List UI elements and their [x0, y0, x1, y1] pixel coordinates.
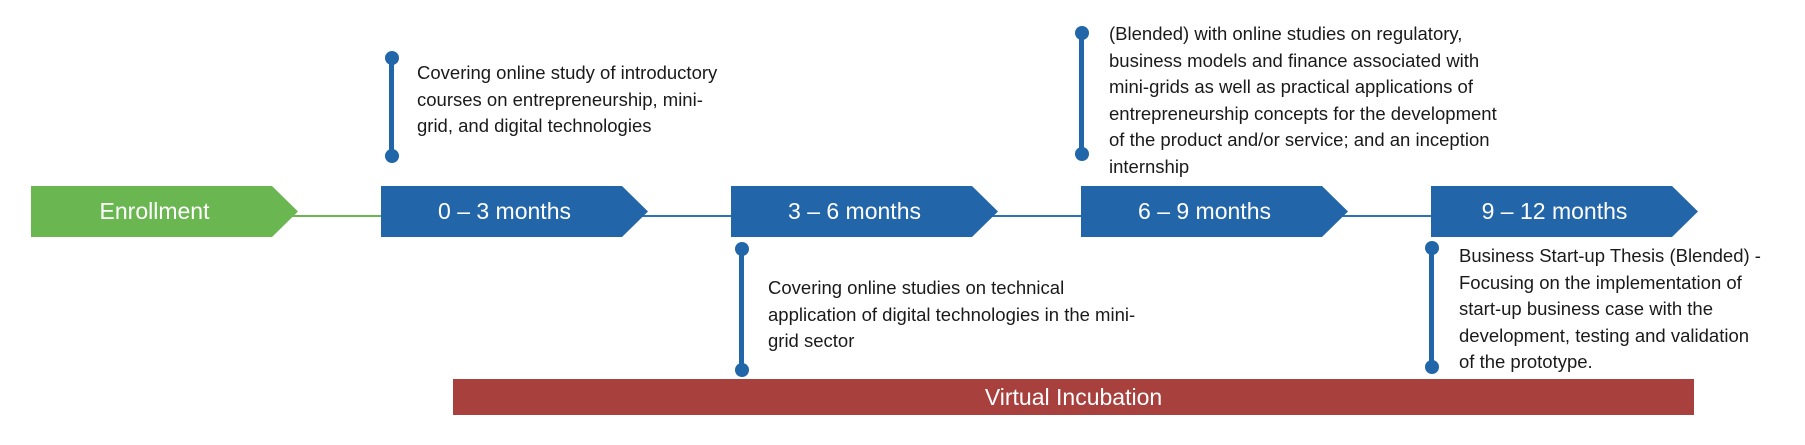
note-line: Focusing on the implementation of [1459, 271, 1742, 293]
note-line: of the prototype. [1459, 351, 1593, 372]
note-line: (Blended) with online studies on regulat… [1109, 23, 1463, 44]
callout-dot-stage-2-bottom [735, 363, 749, 377]
callout-dot-stage-3-bottom [1075, 147, 1089, 161]
callout-dot-stage-3-top [1075, 26, 1089, 40]
note-line: Covering online study of introductory [417, 62, 718, 83]
note-line: entrepreneurship concepts for the develo… [1109, 102, 1497, 124]
note-line: grid, and digital technologies [417, 115, 652, 136]
stage-9-12-months-chevron: 9 – 12 months [1431, 186, 1698, 237]
stage-0-3-months-chevron: 0 – 3 months [381, 186, 648, 237]
callout-dot-stage-1-top [385, 51, 399, 65]
connector-enrollment-to-stage-1 [290, 215, 382, 217]
note-line: courses on entrepreneurship, mini- [417, 88, 703, 110]
callout-line-stage-2 [739, 250, 744, 370]
stage-6-9-months-chevron: 6 – 9 months [1081, 186, 1348, 237]
stage-label: 0 – 3 months [438, 198, 571, 224]
stage-label: 3 – 6 months [788, 198, 921, 224]
connector-stage-1-to-stage-2 [640, 215, 732, 217]
callout-line-stage-1 [389, 58, 394, 156]
note-stage-1: Covering online study of introductory co… [417, 60, 777, 140]
stage-label: 6 – 9 months [1138, 198, 1271, 224]
connector-stage-2-to-stage-3 [990, 215, 1082, 217]
note-line: development, testing and validation [1459, 324, 1750, 346]
virtual-incubation-bar: Virtual Incubation [453, 379, 1694, 415]
note-line: start-up business case with the [1459, 298, 1713, 319]
virtual-incubation-label: Virtual Incubation [984, 383, 1163, 410]
stage-label: 9 – 12 months [1481, 198, 1628, 224]
note-line: Covering online studies on technical [768, 277, 1065, 298]
note-line: grid sector [768, 330, 855, 351]
callout-dot-stage-2-top [735, 242, 749, 256]
callout-dot-stage-1-bottom [385, 149, 399, 163]
stage-3-6-months-chevron: 3 – 6 months [731, 186, 998, 237]
note-stage-2: Covering online studies on technical app… [768, 275, 1208, 355]
note-stage-3: (Blended) with online studies on regulat… [1109, 21, 1569, 180]
callout-line-stage-4 [1429, 249, 1434, 367]
note-line: internship [1109, 155, 1190, 177]
callout-line-stage-3 [1079, 34, 1084, 154]
note-line: business models and finance associated w… [1109, 49, 1480, 71]
callout-dot-stage-4-bottom [1425, 360, 1439, 374]
note-line: application of digital technologies in t… [768, 303, 1136, 325]
note-line: of the product and/or service; and an in… [1109, 129, 1490, 150]
note-line: mini-grids as well as practical applicat… [1109, 76, 1473, 97]
connector-stage-3-to-stage-4 [1340, 215, 1432, 217]
note-stage-4: Business Start-up Thesis (Blended) - Foc… [1459, 243, 1799, 376]
callout-dot-stage-4-top [1425, 241, 1439, 255]
enrollment-chevron: Enrollment [31, 186, 298, 237]
note-line: Business Start-up Thesis (Blended) - [1459, 245, 1761, 266]
enrollment-label: Enrollment [99, 198, 210, 224]
